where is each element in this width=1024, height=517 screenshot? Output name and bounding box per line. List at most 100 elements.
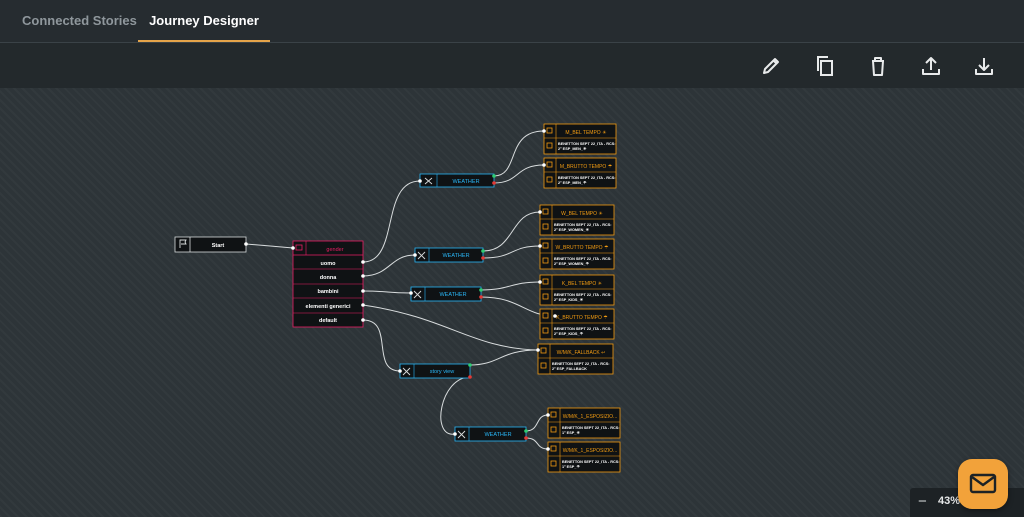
- story-line2: 2° ESP_KIDS_☂: [554, 331, 584, 336]
- copy-icon: [542, 327, 549, 334]
- copy-icon: [546, 142, 553, 149]
- message-button[interactable]: [958, 459, 1008, 509]
- story-line1: BENETTON SEPT 22_ITA - RCS:: [554, 327, 612, 331]
- edge-w4-esp2: [525, 437, 549, 450]
- story-line1: BENETTON SEPT 22_ITA - RCS:: [558, 142, 616, 146]
- story-node-fallback[interactable]: W/M/K_FALLBACK ↩ BENETTON SEPT 22_ITA - …: [536, 343, 614, 375]
- story-line1: BENETTON SEPT 22_ITA - RCS:: [562, 426, 620, 430]
- tab-connected-stories[interactable]: Connected Stories: [22, 13, 137, 28]
- story-node-esp-2[interactable]: W/M/K_1_ESPOSIZIO... BENETTON SEPT 22_IT…: [546, 441, 621, 473]
- edge-w2-wbel: [482, 211, 541, 252]
- start-node[interactable]: Start: [174, 236, 248, 253]
- weather-node-3[interactable]: WEATHER: [409, 286, 483, 302]
- upload-icon[interactable]: [918, 53, 944, 79]
- edge-w4-esp1: [525, 414, 549, 432]
- shuffle-icon: [413, 290, 422, 299]
- shuffle-icon: [424, 177, 433, 185]
- tab-journey-designer[interactable]: Journey Designer: [138, 0, 270, 42]
- edge-w1-mbel: [493, 130, 545, 177]
- story-icon: [542, 208, 549, 215]
- story-line2: 2° ESP_WOMEN_☂: [554, 261, 589, 266]
- edge-generici-fallback: [362, 304, 539, 351]
- story-title: M_BRUTTO TEMPO ☂: [560, 164, 613, 170]
- story-icon: [546, 161, 553, 168]
- story-title: K_BEL TEMPO ☀: [562, 281, 603, 287]
- weather-label: WEATHER: [442, 253, 469, 259]
- edge-default-storyview: [362, 319, 401, 372]
- shuffle-icon: [457, 430, 466, 439]
- story-node-esp-1[interactable]: W/M/K_1_ESPOSIZIO... BENETTON SEPT 22_IT…: [546, 407, 621, 439]
- story-icon: [550, 445, 557, 452]
- story-line2: 2° ESP_MEN_☂: [558, 180, 587, 185]
- edge-bambini-weather: [362, 290, 412, 294]
- copy-icon: [546, 176, 553, 183]
- gender-option-uomo: uomo: [321, 261, 337, 267]
- weather-node-4[interactable]: WEATHER: [453, 426, 528, 442]
- story-line1: BENETTON SEPT 22_ITA - RCS:: [552, 362, 610, 366]
- story-line2: 2° ESP_KIDS_☀: [554, 297, 584, 302]
- story-icon: [546, 127, 553, 134]
- gender-option-default: default: [319, 318, 337, 324]
- trash-icon[interactable]: [865, 53, 891, 79]
- story-node-m-bel[interactable]: M_BEL TEMPO ☀ BENETTON SEPT 22_ITA - RCS…: [542, 123, 617, 155]
- edge-uomo-weather: [362, 180, 421, 263]
- story-line1: BENETTON SEPT 22_ITA - RCS:: [554, 257, 612, 261]
- edge-storyview-fallback: [469, 349, 539, 366]
- weather-node-1[interactable]: WEATHER: [418, 173, 496, 188]
- edge-w2-wbrutto: [482, 245, 541, 259]
- gender-option-bambini: bambini: [317, 289, 339, 295]
- weather-node-2[interactable]: WEATHER: [413, 247, 485, 263]
- zoom-out-icon[interactable]: −: [918, 493, 927, 510]
- story-line1: BENETTON SEPT 22_ITA - RCS:: [562, 460, 620, 464]
- weather-label: WEATHER: [439, 292, 466, 298]
- story-node-k-brutto[interactable]: K_BRUTTO TEMPO ☂ BENETTON SEPT 22_ITA - …: [539, 308, 615, 340]
- story-node-w-brutto[interactable]: W_BRUTTO TEMPO ☂ BENETTON SEPT 22_ITA - …: [538, 238, 615, 270]
- story-title: W/M/K_1_ESPOSIZIO...: [563, 414, 617, 420]
- copy-icon[interactable]: [812, 53, 838, 79]
- story-title: M_BEL TEMPO ☀: [565, 130, 607, 136]
- story-node-w-bel[interactable]: W_BEL TEMPO ☀ BENETTON SEPT 22_ITA - RCS…: [538, 204, 615, 236]
- gender-node[interactable]: gender uomo donna bambini elementi gener…: [291, 240, 365, 328]
- copy-icon: [542, 257, 549, 264]
- gender-option-donna: donna: [320, 275, 337, 281]
- download-icon[interactable]: [971, 53, 997, 79]
- story-line1: BENETTON SEPT 22_ITA - RCS:: [554, 293, 612, 297]
- weather-label: WEATHER: [484, 432, 511, 438]
- journey-canvas[interactable]: Start gender uomo donna bambini elementi…: [0, 88, 1024, 517]
- edge-w1-mbrutto: [493, 164, 545, 184]
- story-icon: [542, 312, 549, 319]
- story-line1: BENETTON SEPT 22_ITA - RCS:: [554, 223, 612, 227]
- story-line2: 2° ESP_FALLBACK: [552, 367, 587, 371]
- story-title: W_BEL TEMPO ☀: [561, 211, 603, 217]
- edge-start-gender: [245, 243, 294, 249]
- shuffle-icon: [417, 251, 426, 260]
- story-icon: [542, 242, 549, 249]
- copy-icon: [542, 293, 549, 300]
- storyview-label: story view: [430, 369, 454, 375]
- journey-graph: Start gender uomo donna bambini elementi…: [174, 123, 621, 473]
- story-line1: BENETTON SEPT 22_ITA - RCS:: [558, 176, 616, 180]
- shuffle-icon: [402, 367, 411, 376]
- pencil-icon[interactable]: [758, 53, 784, 79]
- story-line2: 2° ESP_WOMEN_☀: [554, 227, 589, 232]
- story-icon: [550, 411, 557, 418]
- story-title: W_BRUTTO TEMPO ☂: [556, 245, 609, 251]
- gender-title: gender: [326, 247, 343, 253]
- copy-icon: [542, 223, 549, 230]
- story-icon: [540, 347, 547, 354]
- story-line2: 2° ESP_MEN_☀: [558, 146, 587, 151]
- copy-icon: [540, 362, 547, 369]
- copy-icon: [550, 460, 557, 467]
- story-node-m-brutto[interactable]: M_BRUTTO TEMPO ☂ BENETTON SEPT 22_ITA - …: [542, 157, 617, 189]
- toolbar: [0, 43, 1024, 88]
- start-label: Start: [212, 243, 225, 249]
- story-node-k-bel[interactable]: K_BEL TEMPO ☀ BENETTON SEPT 22_ITA - RCS…: [538, 274, 615, 306]
- zoom-level: 43%: [938, 495, 961, 507]
- story-line2: 1° ESP_☀: [562, 430, 580, 435]
- tab-bar: Connected Stories Journey Designer: [0, 0, 1024, 43]
- copy-icon: [550, 426, 557, 433]
- weather-label: WEATHER: [452, 179, 479, 185]
- connections: [245, 130, 556, 450]
- flag-icon: [179, 239, 187, 248]
- storyview-node[interactable]: story view: [398, 363, 472, 379]
